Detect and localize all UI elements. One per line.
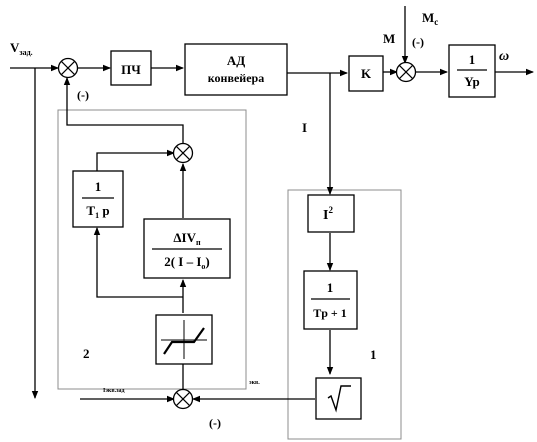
sum3-feedback-line bbox=[63, 77, 184, 144]
group-2-frame bbox=[57, 109, 247, 390]
block-k-label: K bbox=[361, 66, 372, 81]
block-ad-label-line1: АД bbox=[227, 53, 245, 68]
block-pch bbox=[110, 50, 152, 86]
block-ad-conveyor bbox=[184, 43, 288, 96]
block-ad-label-line2: конвейера bbox=[208, 71, 264, 85]
block-delta-iv-denominator: 2( I – Io) bbox=[164, 254, 210, 271]
summing-junction-1 bbox=[57, 57, 79, 79]
current-label: I bbox=[302, 120, 307, 135]
deadzone-to-t1p-line bbox=[93, 227, 183, 298]
mc-label: Mc bbox=[422, 10, 438, 27]
block-t1p bbox=[72, 170, 124, 228]
block-tp-plus-1-numerator: 1 bbox=[327, 280, 334, 295]
group-1-frame bbox=[287, 189, 402, 440]
deadzone-characteristic-icon bbox=[161, 320, 207, 359]
sqrt-icon bbox=[327, 385, 351, 413]
t1p-to-sum3-line bbox=[96, 149, 175, 171]
block-jp-numerator: 1 bbox=[469, 52, 476, 67]
block-i-squared-label: I2 bbox=[323, 205, 333, 223]
m-label: M bbox=[383, 31, 395, 46]
block-pch-label: ПЧ bbox=[121, 62, 141, 77]
block-delta-iv-numerator: ΔIVп bbox=[173, 230, 201, 247]
block-k bbox=[348, 55, 384, 92]
group-2-label: 2 bbox=[83, 346, 90, 361]
summing-junction-3 bbox=[172, 142, 194, 164]
block-jp bbox=[448, 44, 496, 98]
i-ref-small-label: Iэкв.зад bbox=[103, 388, 125, 394]
block-tp-plus-1-denominator: Tp + 1 bbox=[313, 306, 347, 320]
block-tp-plus-1 bbox=[303, 270, 358, 330]
minus-sign-mc: (-) bbox=[412, 35, 424, 49]
block-i-squared bbox=[307, 194, 355, 233]
omega-label: ω bbox=[499, 49, 509, 64]
summing-junction-4 bbox=[172, 388, 194, 410]
i-eq-small-label: экв. bbox=[249, 380, 260, 386]
minus-sign-bottom: (-) bbox=[209, 416, 221, 430]
minus-sign-top: (-) bbox=[77, 88, 89, 102]
v-ref-label: Vзад. bbox=[10, 40, 33, 57]
block-t1p-denominator: T1 p bbox=[86, 203, 109, 220]
summing-junction-2 bbox=[395, 61, 417, 83]
group-1-label: 1 bbox=[370, 347, 377, 362]
block-t1p-numerator: 1 bbox=[95, 179, 102, 194]
block-jp-denominator: Yp bbox=[464, 74, 479, 89]
